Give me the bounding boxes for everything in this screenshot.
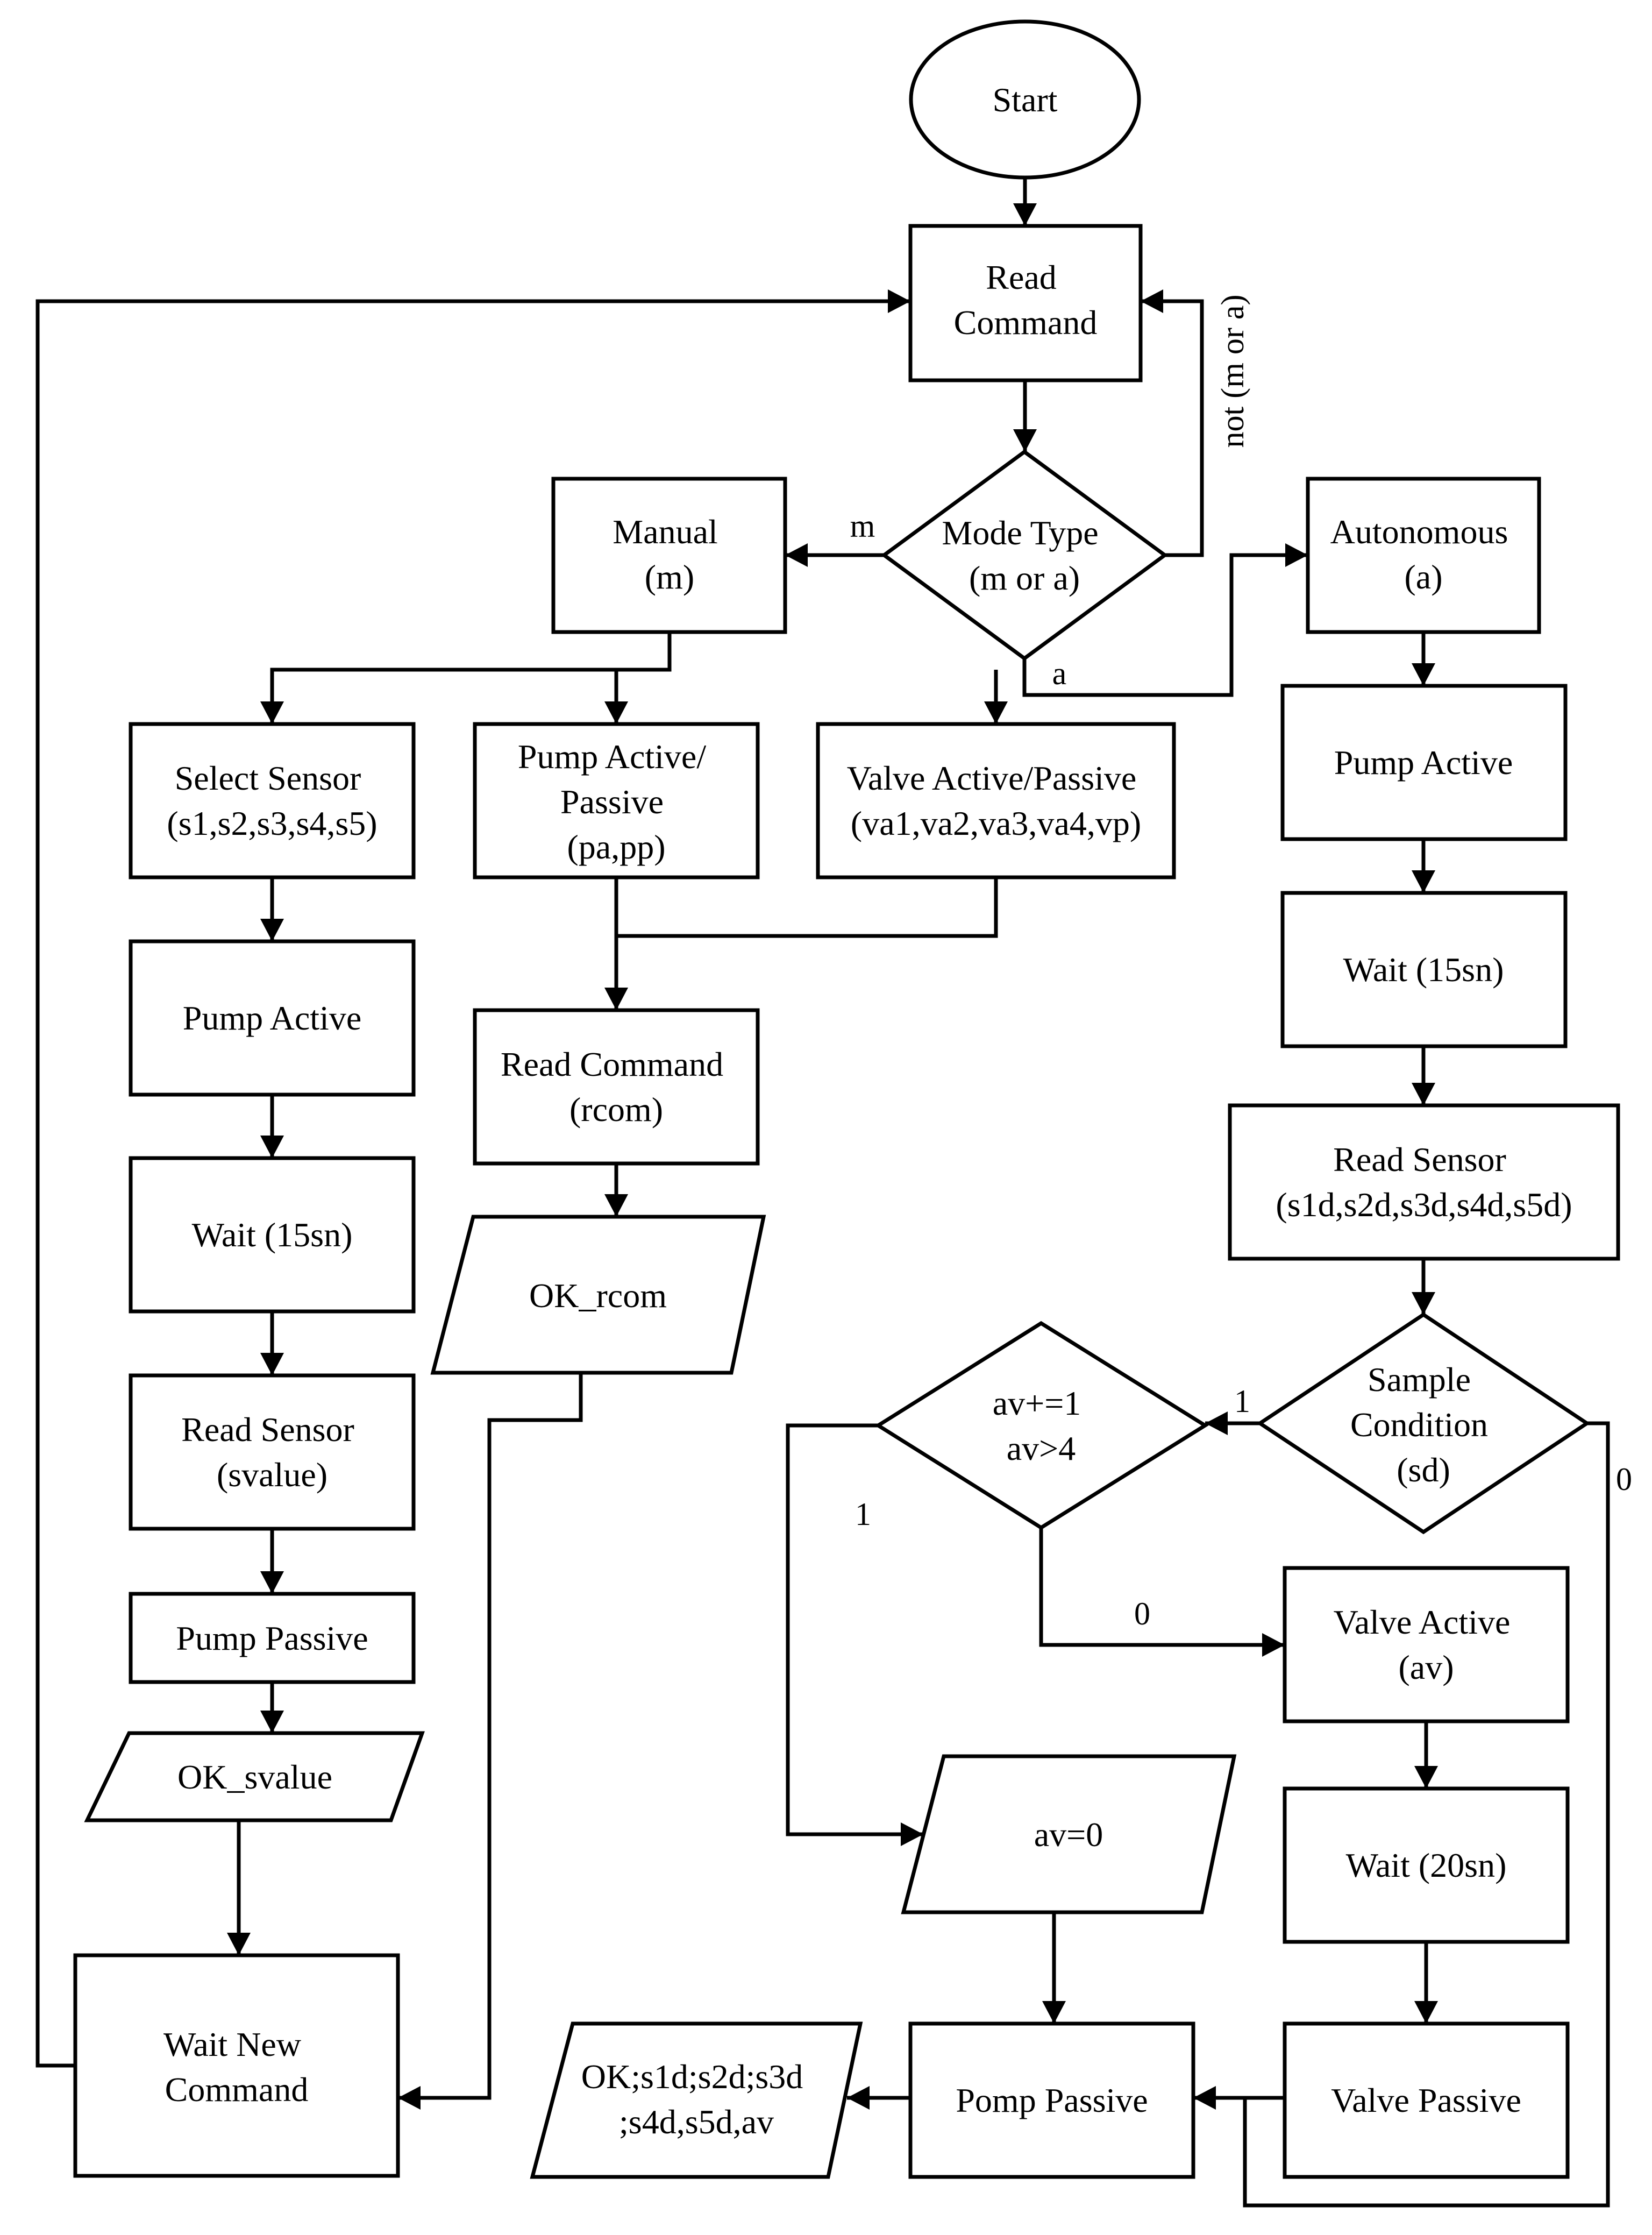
arrowhead — [1412, 1292, 1435, 1315]
valve-active-passive-label: Valve Active/Passive (va1,va2,va3,va4,vp… — [847, 759, 1145, 842]
manual-wait-label: Wait (15sn) — [192, 1216, 353, 1254]
edge-label-sample-1: 1 — [1234, 1383, 1250, 1419]
manual-pump-active-node — [129, 939, 416, 1097]
wait-new-command-node — [73, 1953, 400, 2178]
arrowhead — [260, 1711, 284, 1733]
arrowhead — [260, 1136, 284, 1158]
arrowhead — [1412, 663, 1435, 686]
arrowhead — [260, 701, 284, 724]
sample-condition-label: Sample Condition (sd) — [1350, 1360, 1497, 1489]
ok-rcom-label: OK_rcom — [529, 1276, 667, 1315]
arrowhead — [1141, 289, 1163, 313]
edge-av-0-to-valve — [1039, 1528, 1285, 1647]
read-command-label: Read Command — [954, 258, 1098, 342]
arrowhead — [1412, 870, 1435, 893]
pomp-passive-label: Pomp Passive — [956, 2081, 1148, 2119]
manual-label: Manual (m) — [613, 513, 727, 596]
edge-label-sample-0: 0 — [1616, 1461, 1632, 1497]
start-label: Start — [993, 81, 1058, 119]
ok-result-output — [530, 2021, 863, 2179]
manual-read-sensor-label: Read Sensor (svalue) — [181, 1410, 363, 1494]
valve-passive-label: Valve Passive — [1331, 2081, 1521, 2119]
edge-label-a: a — [1052, 656, 1067, 691]
sample-condition-decision — [1256, 1312, 1591, 1535]
mode-type-decision — [881, 449, 1168, 661]
edge-waitnew-to-read — [35, 299, 910, 2068]
arrowhead — [1205, 1411, 1228, 1435]
arrowhead — [604, 701, 628, 724]
manual-node — [551, 477, 787, 634]
valve-active-label: Valve Active (av) — [1334, 1603, 1519, 1686]
read-command-node — [908, 224, 1143, 382]
pomp-passive-node — [908, 2021, 1195, 2179]
select-sensor-label: Select Sensor (s1,s2,s3,s4,s5) — [167, 759, 377, 842]
av-zero-label: av=0 — [1034, 1815, 1103, 1854]
valve-active-passive-node — [816, 722, 1176, 879]
arrowhead — [984, 701, 1008, 724]
read-command-rcom-label: Read Command (rcom) — [501, 1045, 732, 1129]
av-check-label: av+=1 av>4 — [993, 1384, 1090, 1467]
av-zero-output — [901, 1754, 1237, 1914]
auto-read-sensor-label: Read Sensor (s1d,s2d,s3d,s4d,s5d) — [1276, 1140, 1572, 1224]
arrowhead — [901, 1822, 923, 1846]
edge-valve-to-merge — [616, 877, 998, 938]
manual-pump-active-label: Pump Active — [183, 999, 361, 1037]
valve-active-node — [1283, 1566, 1570, 1723]
arrowhead — [260, 1353, 284, 1375]
arrowhead — [785, 543, 808, 567]
manual-read-sensor-node — [129, 1373, 416, 1531]
edge-label-not-m-or-a: not (m or a) — [1215, 295, 1250, 448]
arrowhead — [847, 2086, 870, 2110]
arrowhead — [227, 1933, 251, 1955]
arrowhead — [398, 2086, 421, 2110]
mode-type-label: Mode Type (m or a) — [942, 514, 1107, 597]
edge-label-m: m — [850, 508, 875, 544]
auto-wait-20-label: Wait (20sn) — [1346, 1846, 1507, 1884]
select-sensor-node — [129, 722, 416, 879]
arrowhead — [604, 988, 628, 1010]
arrowhead — [1262, 1633, 1285, 1657]
arrowhead — [1042, 2001, 1066, 2024]
arrowhead — [604, 1194, 628, 1217]
edge-okrcom-to-waitnew — [398, 1373, 583, 2100]
autonomous-label: Autonomous (a) — [1330, 513, 1517, 596]
ok-rcom-output — [430, 1215, 766, 1375]
valve-passive-node — [1283, 2021, 1570, 2179]
wait-new-command-label: Wait New Command — [163, 2025, 310, 2109]
arrowhead — [888, 289, 910, 313]
arrowhead — [1013, 429, 1037, 452]
arrowhead — [1285, 543, 1308, 567]
ok-svalue-output — [84, 1731, 425, 1822]
arrowhead — [1013, 203, 1037, 226]
auto-pump-active-node — [1280, 684, 1568, 841]
ok-svalue-label: OK_svalue — [177, 1758, 332, 1796]
ok-result-label: OK;s1d;s2d;s3d ;s4d,s5d,av — [581, 2057, 812, 2141]
arrowhead — [1414, 2001, 1438, 2024]
pump-active-passive-label: Pump Active/ Passive (pa,pp) — [518, 737, 715, 866]
auto-pump-active-label: Pump Active — [1334, 743, 1513, 782]
edge-mode-to-auto — [1022, 553, 1308, 697]
arrowhead — [1412, 1083, 1435, 1105]
read-command-rcom-node — [473, 1008, 760, 1166]
auto-wait-label: Wait (15sn) — [1343, 950, 1504, 989]
av-check-decision — [874, 1321, 1209, 1530]
arrowhead — [1414, 1766, 1438, 1789]
edge-manual-split — [270, 632, 998, 724]
edge-mode-loop-back — [1141, 299, 1204, 557]
edge-label-av-0: 0 — [1134, 1596, 1150, 1631]
auto-read-sensor-node — [1228, 1103, 1620, 1261]
edge-av-1-to-avzero — [786, 1423, 923, 1836]
autonomous-node — [1306, 477, 1541, 634]
arrowhead — [260, 1571, 284, 1594]
arrowhead — [260, 919, 284, 941]
manual-pump-passive-label: Pump Passive — [176, 1619, 368, 1657]
auto-wait-node — [1280, 891, 1568, 1048]
edge-label-av-1: 1 — [855, 1496, 871, 1532]
arrowhead — [1193, 2086, 1216, 2110]
